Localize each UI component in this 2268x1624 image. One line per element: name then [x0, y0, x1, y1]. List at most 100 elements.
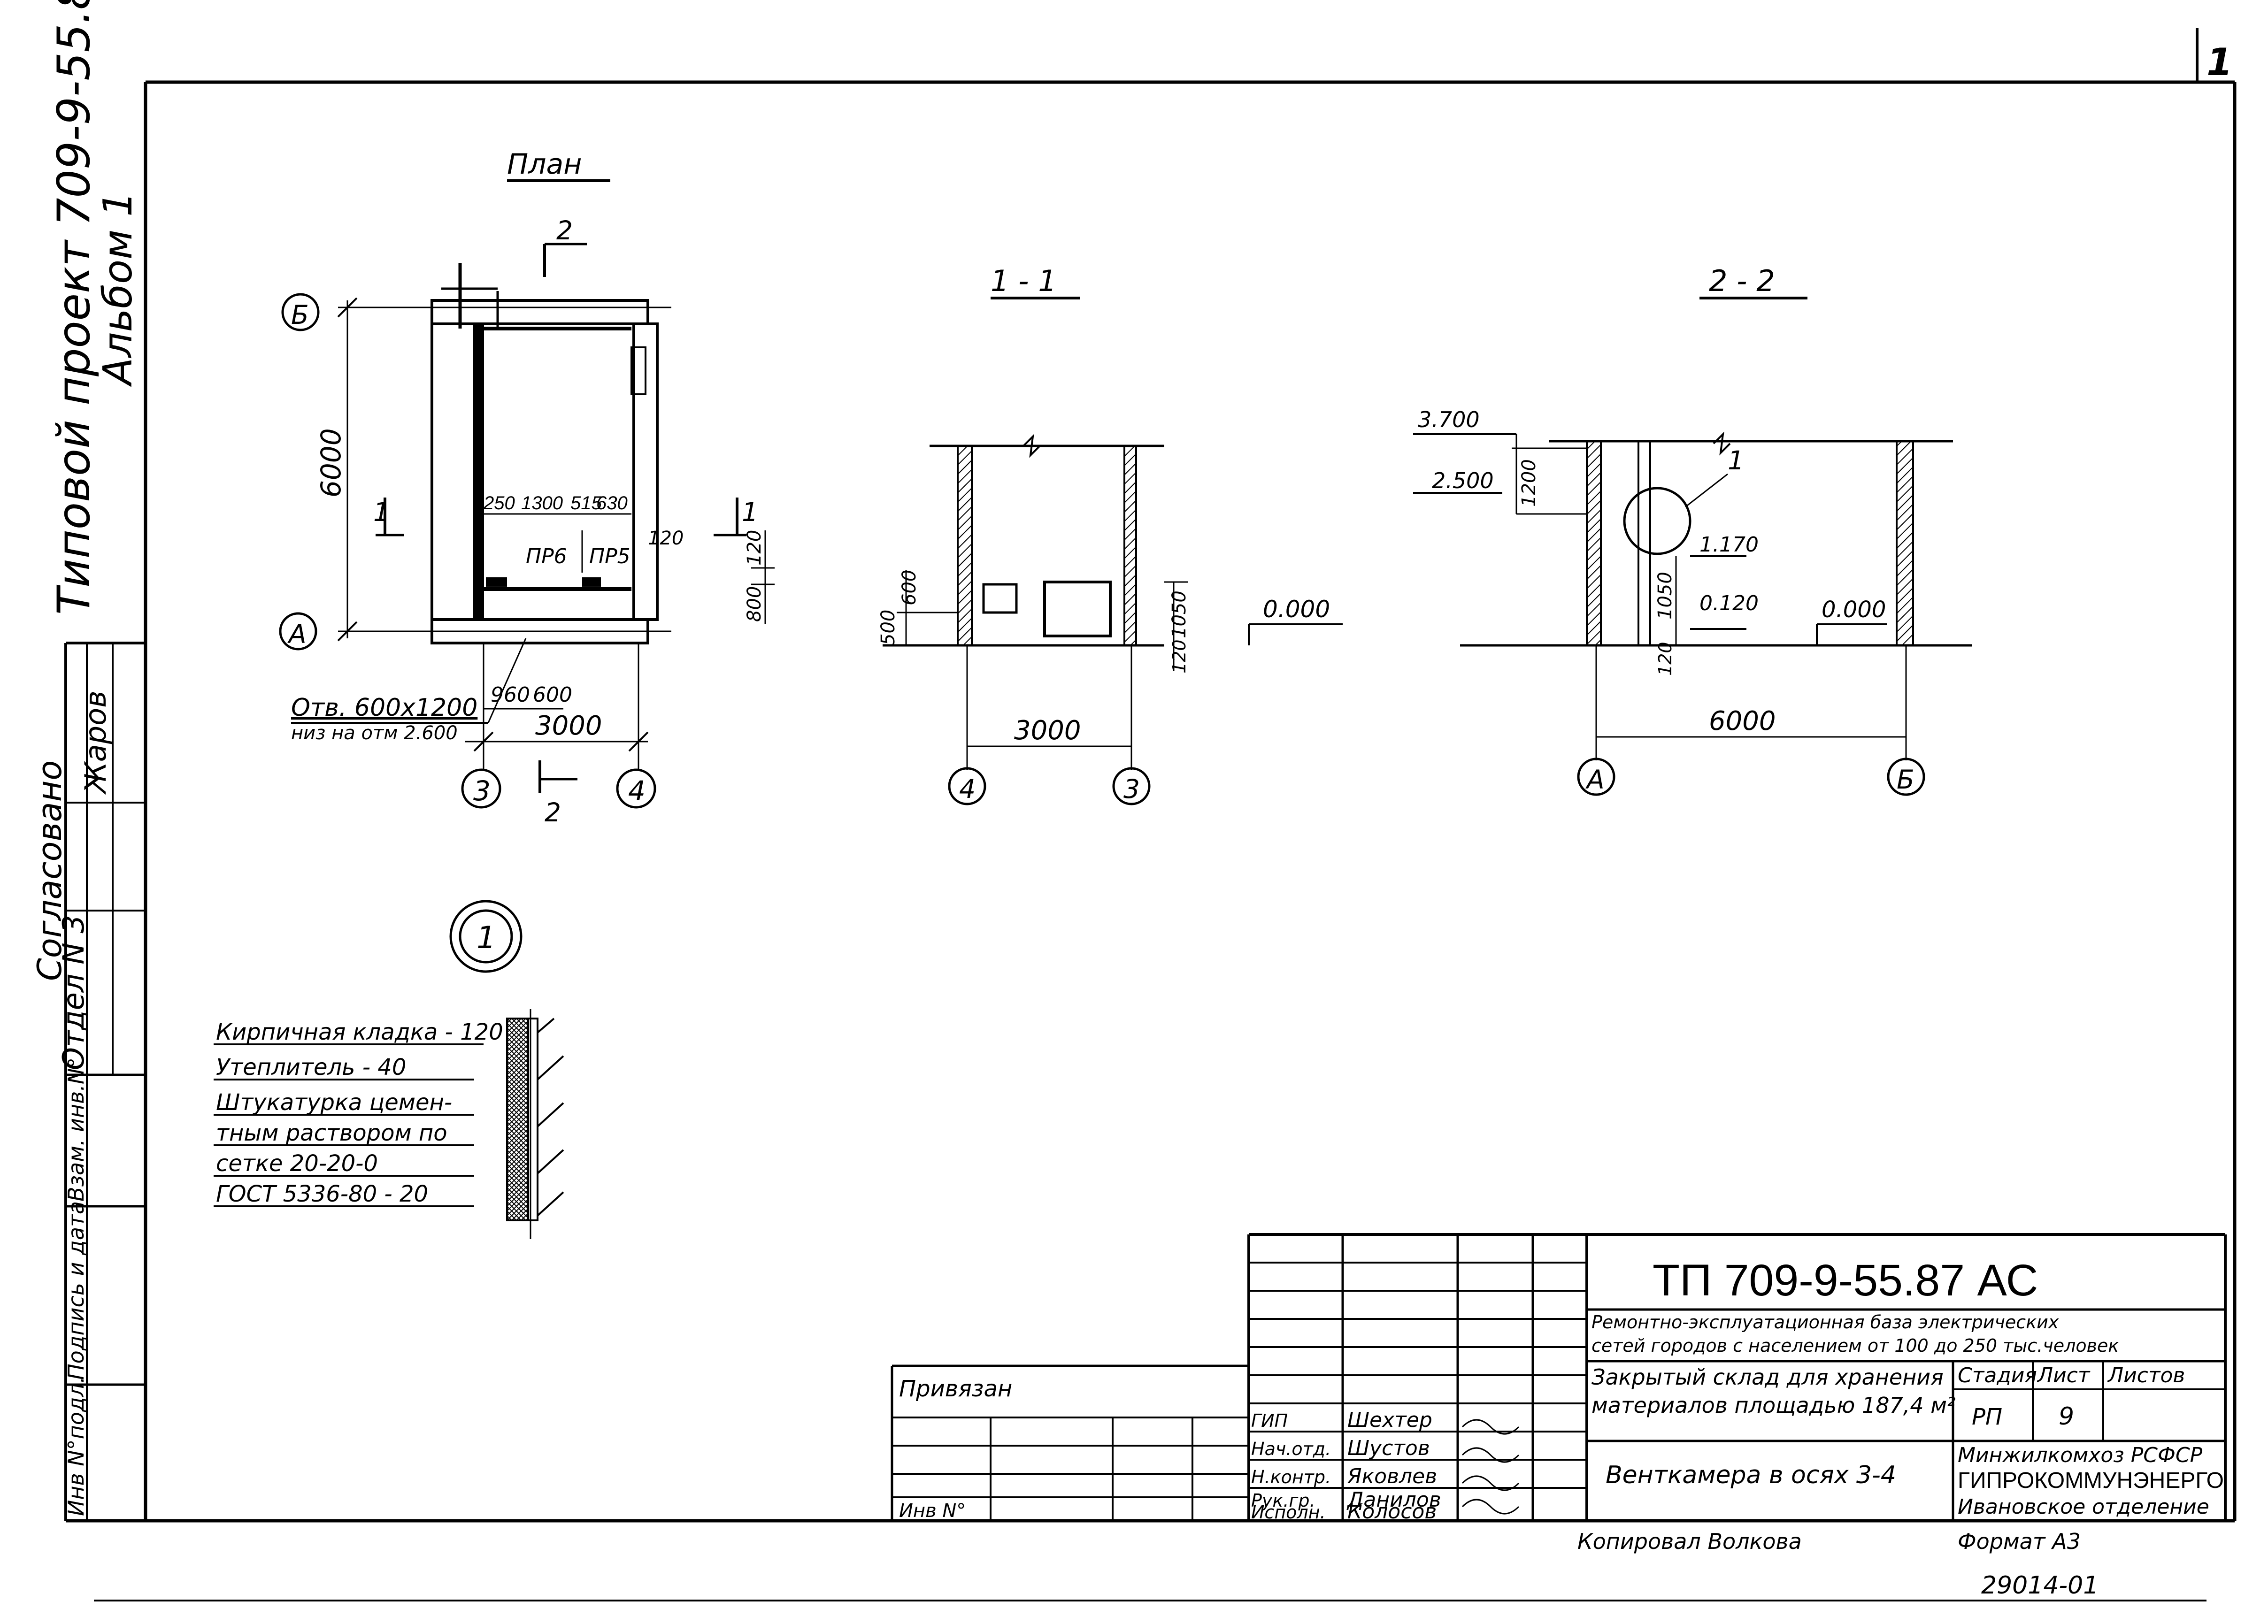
doc-code: ТП 709-9-55.87 АС — [1653, 1256, 2038, 1305]
org-line3: Ивановское отделение — [1958, 1495, 2209, 1519]
privyazan-label: Привязан — [899, 1376, 1012, 1402]
role-3: Рук.гр. — [1251, 1490, 1315, 1511]
vzam-label: Взам. инв.N° — [63, 1057, 89, 1202]
sheets-header: Листов — [2107, 1364, 2185, 1387]
page-number: 1 — [2206, 40, 2233, 84]
axis-bubble-4: 4 — [616, 768, 656, 809]
section-2-2: 2 - 2 1 3.700 2.500 1200 1.170 0.120 105… — [1413, 264, 1972, 796]
s22-dim-6000: 6000 — [1709, 706, 1776, 736]
side-title: Типовой проект 709-9-55.87 Альбом 1 — [48, 0, 141, 615]
node-row-2: Штукатурка цемен- — [216, 1089, 452, 1116]
name-3: Данилов — [1346, 1488, 1441, 1512]
plan-pr6: ПР6 — [526, 544, 567, 568]
name-0: Шехтер — [1347, 1408, 1432, 1432]
section11-title: 1 - 1 — [991, 264, 1057, 298]
node-row-4: сетке 20-20-0 — [216, 1150, 378, 1177]
plan-cut-2-top: 2 — [556, 215, 573, 245]
plan-title: План — [507, 148, 582, 181]
drawing-title: Венткамера в осях 3-4 — [1606, 1461, 1896, 1489]
svg-text:Б: Б — [1897, 765, 1914, 795]
s22-dim-1050: 1050 — [1654, 572, 1676, 620]
node-row-5: ГОСТ 5336-80 - 20 — [216, 1181, 428, 1207]
plan-dim-630: 630 — [596, 493, 628, 513]
s22-dim-120: 120 — [1655, 642, 1676, 676]
s11-dim-3000: 3000 — [1014, 715, 1081, 746]
plan-cut-1-right: 1 — [742, 497, 758, 527]
node-marker: 1 — [477, 920, 496, 956]
plan-dim-800: 800 — [744, 586, 765, 622]
project-line1: Ремонтно-эксплуатационная база электриче… — [1591, 1312, 2059, 1333]
axis-bubble-3: 3 — [461, 768, 501, 809]
axis-bubble-3-s11: 3 — [1112, 767, 1151, 805]
plan-pr5: ПР5 — [589, 544, 630, 568]
inv-label: Инв N°подл. — [63, 1376, 89, 1516]
axis-bubble-a-s22: А — [1577, 758, 1615, 796]
axis-bubble-a: А — [279, 612, 317, 651]
project-line2: сетей городов с населением от 100 до 250… — [1591, 1335, 2119, 1356]
s22-level-0120: 0.120 — [1699, 591, 1759, 615]
svg-text:3: 3 — [473, 775, 491, 807]
archive-number: 29014-01 — [1981, 1571, 2099, 1600]
plan-dim-6000: 6000 — [315, 428, 347, 498]
plan-dim-120: 120 — [648, 528, 684, 549]
plan-dim-515: 515 — [570, 493, 602, 513]
side-title-album: Альбом 1 — [95, 192, 141, 387]
stage-value: РП — [1972, 1404, 2002, 1430]
node-detail: 1 Кирпичная кладка - 120 Утеплитель - 40… — [214, 900, 564, 1239]
side-title-project: Типовой проект 709-9-55.87 — [48, 0, 100, 615]
s22-level-3700: 3.700 — [1418, 407, 1480, 432]
s11-dim-500: 500 — [877, 610, 899, 645]
s11-dim-120: 120 — [1169, 639, 1190, 674]
svg-text:3: 3 — [1123, 774, 1140, 804]
person-label: Жаров — [78, 690, 113, 795]
podpis-label: Подпись и дата — [63, 1201, 89, 1380]
s11-dim-600: 600 — [899, 570, 920, 605]
svg-text:А: А — [1585, 765, 1605, 795]
signatures — [1461, 1419, 1520, 1515]
role-1: Нач.отд. — [1251, 1439, 1331, 1459]
s11-level: 0.000 — [1263, 596, 1330, 623]
sheet-header: Лист — [2037, 1364, 2091, 1387]
inv-no-label: Инв N° — [899, 1500, 966, 1522]
plan-dim-120b: 120 — [744, 530, 765, 566]
dept-label: Отдел N 3 — [56, 915, 91, 1070]
node-row-0: Кирпичная кладка - 120 — [216, 1019, 503, 1045]
name-2: Яковлев — [1347, 1464, 1437, 1488]
s22-level-2500: 2.500 — [1432, 468, 1494, 493]
title-block: Привязан Инв N° ГИП Нач.отд. Н.контр. Ру… — [891, 1233, 2227, 1600]
axis-bubble-4-s11: 4 — [948, 767, 986, 805]
node-row-1: Утеплитель - 40 — [216, 1054, 406, 1080]
s22-level-1170: 1.170 — [1699, 533, 1759, 557]
svg-text:А: А — [287, 619, 307, 649]
plan-opening-note-1: Отв. 600х1200 — [291, 694, 477, 722]
role-0: ГИП — [1251, 1410, 1288, 1431]
s22-node: 1 — [1728, 445, 1744, 475]
role-2: Н.контр. — [1251, 1467, 1331, 1487]
plan-dim-250: 250 — [483, 493, 515, 513]
svg-text:Б: Б — [291, 300, 309, 330]
plan-cut-1-left: 1 — [373, 497, 390, 527]
s22-level-0000: 0.000 — [1822, 597, 1886, 623]
format-label: Формат А3 — [1958, 1529, 2081, 1554]
org-line2: ГИПРОКОММУНЭНЕРГО — [1958, 1468, 2224, 1493]
s11-dim-1050: 1050 — [1169, 590, 1190, 638]
name-1: Шустов — [1347, 1436, 1430, 1460]
section22-title: 2 - 2 — [1709, 264, 1775, 298]
object-line1: Закрытый склад для хранения — [1591, 1364, 1944, 1390]
sheet-frame: 1 — [66, 28, 2237, 1601]
svg-text:4: 4 — [628, 775, 646, 807]
sheet-value: 9 — [2059, 1402, 2074, 1431]
plan-cut-2-bottom: 2 — [545, 797, 561, 827]
svg-text:4: 4 — [959, 774, 976, 804]
name-4: Колосов — [1347, 1500, 1437, 1524]
plan-view: План 6000 1 1 2 — [279, 148, 775, 827]
s22-dim-1200: 1200 — [1518, 459, 1540, 507]
plan-dim-1300: 1300 — [521, 493, 563, 513]
section-1-1: 1 - 1 500 600 1050 120 0.000 3000 4 — [877, 264, 1343, 805]
copied-by: Копировал Волкова — [1577, 1529, 1802, 1554]
plan-dim-600: 600 — [533, 683, 572, 707]
axis-bubble-b: Б — [281, 293, 320, 331]
plan-opening-note-2: низ на отм 2.600 — [291, 722, 458, 744]
org-line1: Минжилкомхоз РСФСР — [1958, 1443, 2203, 1467]
object-line2: материалов площадью 187,4 м² — [1591, 1393, 1955, 1418]
